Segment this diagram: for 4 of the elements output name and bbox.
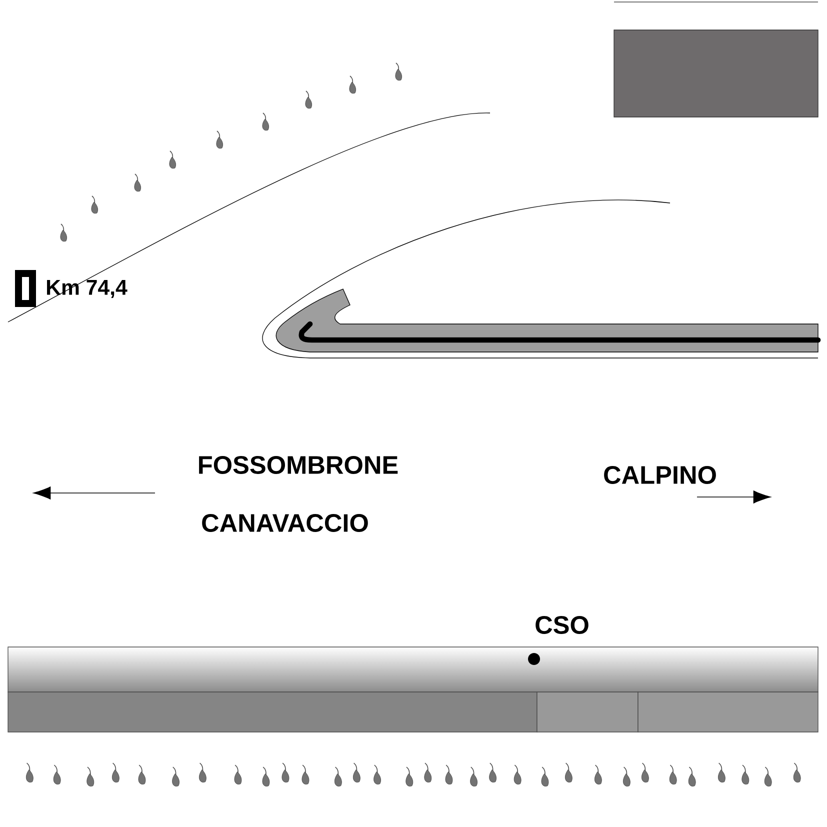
- place-label: CALPINO: [604, 466, 716, 484]
- place-label: CANAVACCIO: [202, 514, 368, 532]
- place-label: FOSSOMBRONE: [199, 456, 398, 474]
- place-label: CSO: [536, 616, 588, 634]
